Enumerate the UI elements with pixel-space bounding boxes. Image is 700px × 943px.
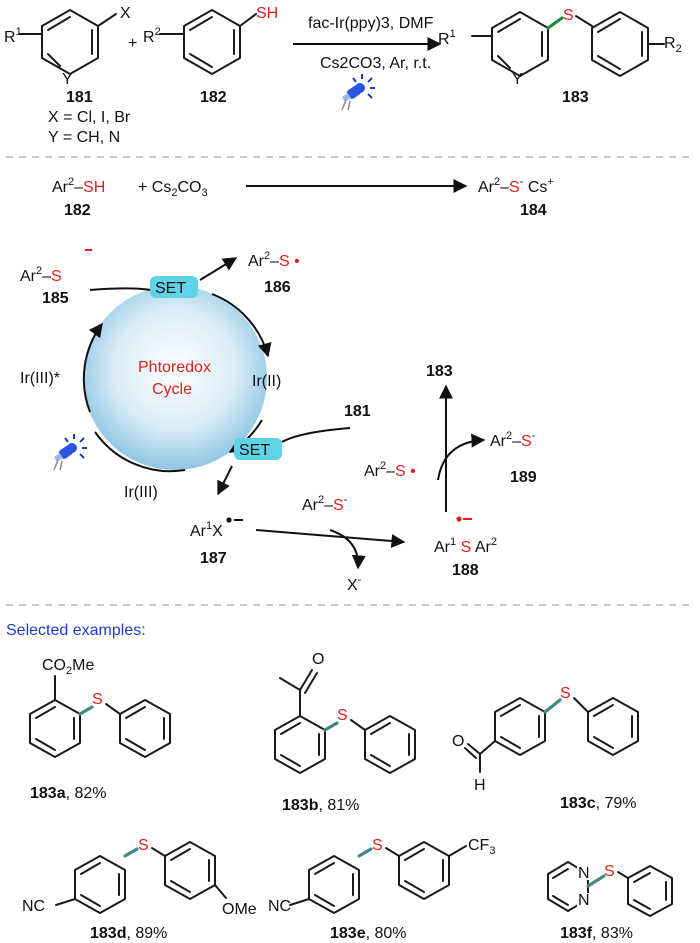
cycle-subtitle: Cycle xyxy=(152,381,192,398)
label-185: 185 xyxy=(42,290,69,307)
blue-lamp-icon xyxy=(339,73,376,111)
structure-183d: NC S OMe xyxy=(22,837,257,918)
label-186: 186 xyxy=(264,279,291,296)
radical-anion-188: Ar1 S Ar2 xyxy=(434,536,497,556)
sulfur-183a: S xyxy=(92,691,103,708)
structure-183b: O S xyxy=(274,651,416,774)
example-183a: 183a, 82% xyxy=(30,785,107,802)
example-183e: 183e, 80% xyxy=(330,925,407,942)
label-188: 188 xyxy=(452,562,479,579)
leaving-arrow xyxy=(329,529,366,570)
cf3-group: CF3 xyxy=(468,837,495,857)
cycle-arrow-4 xyxy=(82,322,103,413)
release-arrow xyxy=(437,433,486,481)
label-189: 189 xyxy=(510,469,537,486)
structure-181: X R1 Y xyxy=(4,5,131,88)
example-183d: 183d, 89% xyxy=(90,925,167,942)
radical-anion-187: Ar1X xyxy=(190,520,223,540)
label-183: 183 xyxy=(562,89,589,106)
nitrile-183d: NC xyxy=(22,898,45,915)
r2-product-label: R2 xyxy=(664,35,682,55)
reagent-catalyst: fac-Ir(ppy)3, DMF xyxy=(308,15,434,32)
thiolate-185: Ar2–S xyxy=(20,265,62,285)
pyrimidine-n1: N xyxy=(578,865,590,882)
set-box-bottom xyxy=(234,438,282,460)
label-181: 181 xyxy=(66,89,93,106)
thiophenol-formula: Ar2–SH xyxy=(52,176,105,196)
ir-iii: Ir(III) xyxy=(124,484,158,501)
nitrile-183e: NC xyxy=(268,898,291,915)
r1-product-label: R1 xyxy=(438,28,456,48)
condition-y: Y = CH, N xyxy=(48,129,120,146)
set-box-top xyxy=(150,276,198,298)
example-183b: 183b, 81% xyxy=(282,797,359,814)
ketone-o: O xyxy=(312,651,324,668)
sulfur-183c: S xyxy=(560,685,571,702)
cycle-arrow-2 xyxy=(228,419,263,453)
cycle-title: Phtoredox xyxy=(138,359,211,376)
sh-group: SH xyxy=(256,5,278,22)
reagent-base: Cs2CO3, Ar, r.t. xyxy=(320,55,431,72)
radical-dot xyxy=(226,517,232,523)
pyrimidine-n2: N xyxy=(578,892,590,909)
sulfur-183d: S xyxy=(138,837,149,854)
structure-183: S R1 R2 Y xyxy=(438,7,682,88)
sulfur-atom: S xyxy=(563,7,574,24)
sulfur-183e: S xyxy=(372,837,383,854)
sulfur-183b: S xyxy=(337,707,348,724)
example-183f: 183f, 83% xyxy=(560,925,633,942)
coupling-arrow xyxy=(255,529,406,548)
structure-183f: N N S xyxy=(547,861,673,917)
aldehyde-o: O xyxy=(452,733,464,750)
structure-183c: S O H xyxy=(452,685,639,794)
thiolate-189: Ar2–S- xyxy=(490,430,536,450)
thiyl-radical-in: Ar2–S • xyxy=(364,460,416,480)
label-184: 184 xyxy=(520,202,547,219)
structure-182: SH R2 xyxy=(143,5,278,75)
condition-x: X = Cl, I, Br xyxy=(48,109,131,126)
blue-lamp-icon-cycle xyxy=(51,433,88,471)
thiolate-reagent: Ar2–S- xyxy=(302,494,348,514)
cycle-sphere xyxy=(83,286,267,470)
plus-sign: + xyxy=(128,35,137,52)
radical-arrow xyxy=(199,257,238,281)
structure-183e: NC S CF3 xyxy=(268,837,495,915)
label-181-mech: 181 xyxy=(344,403,371,420)
label-182-mech: 182 xyxy=(64,202,91,219)
r1-label: R1 xyxy=(4,26,22,46)
base-formula: + Cs2CO3 xyxy=(138,179,208,199)
ir-iii-star: Ir(III)* xyxy=(20,370,60,387)
structure-183a: CO2Me S xyxy=(29,657,171,758)
examples-heading: Selected examples: xyxy=(6,622,146,639)
r2-label: R2 xyxy=(143,26,161,46)
thiolate-salt: Ar2–S- Cs+ xyxy=(478,176,554,196)
ester-group: CO2Me xyxy=(42,657,94,677)
label-183-mech: 183 xyxy=(426,363,453,380)
halide-byproduct: X- xyxy=(347,574,362,594)
ir-ii: Ir(II) xyxy=(252,373,281,390)
thiyl-radical-186: Ar2–S • xyxy=(248,250,300,270)
set-label-bottom: SET xyxy=(239,442,270,459)
methoxy-183d: OMe xyxy=(222,901,257,918)
aldehyde-h: H xyxy=(474,777,486,794)
x-substituent: X xyxy=(120,5,131,22)
radical-dot-188 xyxy=(456,516,462,522)
substrate-arrow xyxy=(281,427,351,443)
cycle-arrow-1 xyxy=(211,293,272,358)
example-183c: 183c, 79% xyxy=(560,795,637,812)
sulfur-183f: S xyxy=(604,863,615,880)
label-187: 187 xyxy=(200,550,227,567)
label-182: 182 xyxy=(200,89,227,106)
set-label-top: SET xyxy=(155,280,186,297)
y-atom-product: Y xyxy=(512,71,523,88)
radical-anion-arrow xyxy=(217,465,233,496)
y-atom: Y xyxy=(62,71,73,88)
cycle-arrow-3 xyxy=(94,431,186,473)
